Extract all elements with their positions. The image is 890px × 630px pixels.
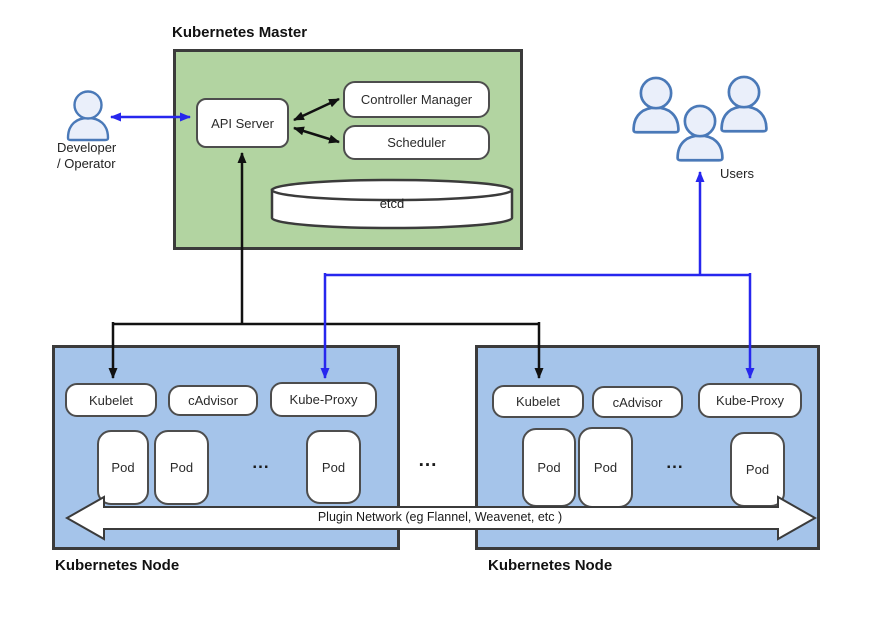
users-label: Users [720,166,754,181]
etcd-label: etcd [379,196,405,211]
users-icon [632,75,768,162]
pod-box: Pod [730,432,785,507]
kubelet-label-right: Kubelet [515,394,561,409]
node-left-title: Kubernetes Node [55,557,180,574]
cadvisor-box-right: cAdvisor [592,386,683,418]
kube-proxy-label-left: Kube-Proxy [289,392,358,407]
kubelet-label-left: Kubelet [88,392,134,408]
controller-manager-box: Controller Manager [343,81,490,118]
api-server-box: API Server [196,98,289,148]
pod-label: Pod [593,460,618,475]
cadvisor-box-left: cAdvisor [168,385,258,416]
pod-label: Pod [321,459,346,475]
pod-box: Pod [154,430,209,505]
pod-box: Pod [578,427,633,508]
pod-label: Pod [111,460,135,475]
cadvisor-label-right: cAdvisor [612,394,663,410]
kubelet-box-left: Kubelet [65,383,157,417]
node-right-title: Kubernetes Node [488,557,613,574]
developer-icon [66,90,110,142]
scheduler-box: Scheduler [343,125,490,160]
kubelet-box-right: Kubelet [492,385,584,418]
master-title: Kubernetes Master [172,24,308,41]
pod-box: Pod [306,430,361,504]
pods-ellipsis-right: ... [666,453,684,472]
pod-label: Pod [745,462,770,477]
developer-label: Developer / Operator [57,140,116,172]
scheduler-label: Scheduler [387,135,446,150]
pod-box: Pod [97,430,149,505]
kube-proxy-box-left: Kube-Proxy [270,382,377,417]
kube-proxy-label-right: Kube-Proxy [716,393,784,408]
pod-label: Pod [169,460,194,475]
pods-ellipsis-left: ... [252,453,270,472]
api-server-label: API Server [211,115,274,131]
developer-label-line2: / Operator [57,156,116,171]
controller-manager-label: Controller Manager [360,92,473,107]
cadvisor-label-left: cAdvisor [188,393,238,408]
nodes-ellipsis: ... [418,450,438,471]
kube-proxy-box-right: Kube-Proxy [698,383,802,418]
plugin-network-label: Plugin Network (eg Flannel, Weavenet, et… [317,510,563,524]
pod-box: Pod [522,428,576,507]
pod-label: Pod [537,460,561,475]
developer-label-line1: Developer [57,140,117,155]
